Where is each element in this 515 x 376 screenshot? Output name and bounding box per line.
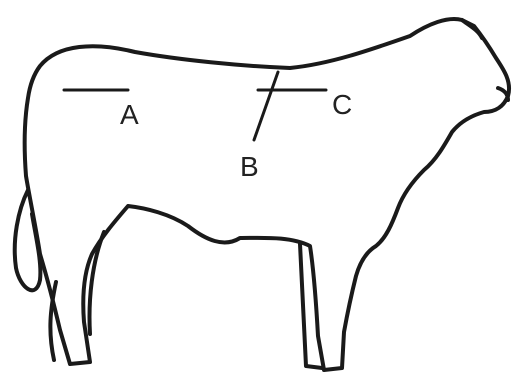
cow-fore-leg-inner	[298, 242, 324, 370]
marker-line-b	[252, 70, 280, 142]
cow-tail	[12, 188, 43, 293]
label-b: B	[240, 151, 259, 182]
cow-ear	[460, 18, 484, 40]
label-c: C	[332, 89, 352, 120]
label-a: A	[120, 99, 139, 130]
cow-hind-leg-inner	[48, 230, 106, 362]
cow-body-outline	[22, 17, 511, 372]
cow-nose	[496, 86, 510, 102]
